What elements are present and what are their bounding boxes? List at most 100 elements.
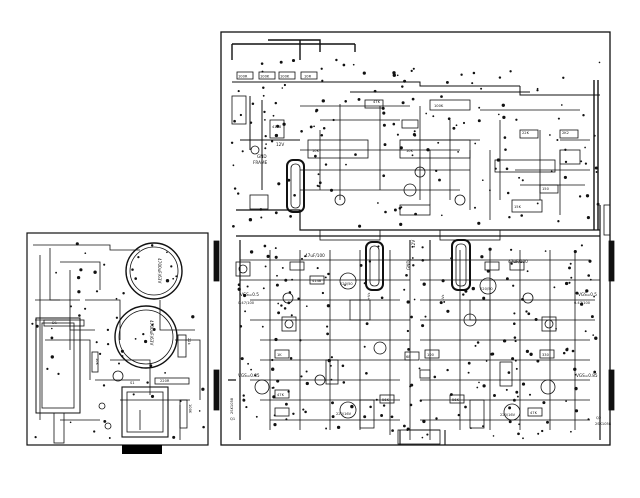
solder-pad [587,418,590,421]
solder-pad [354,153,357,156]
solder-pad [324,276,327,279]
solder-pad [322,127,326,130]
solder-pad [327,358,331,363]
solder-pad [375,398,378,401]
solder-pad [175,275,178,278]
solder-pad [165,279,170,283]
solder-pad [179,400,182,403]
label-r-1k: 1K [277,353,282,357]
solder-pad [478,106,481,109]
solder-pad [265,143,267,145]
solder-pad [300,375,303,378]
solder-pad [580,160,583,163]
solder-pad [482,425,484,428]
solder-pad [46,367,49,371]
solder-pad [259,208,263,211]
solder-pad [580,302,584,306]
solder-pad [585,194,590,198]
solder-pad [285,418,288,421]
solder-pad [166,251,168,254]
solder-pad [455,124,458,127]
solder-pad [410,69,413,73]
solder-pad [329,364,332,367]
solder-pad [142,332,145,336]
label-r-10k: 10K [95,358,99,366]
solder-pad [593,134,596,137]
solder-pad [449,393,453,396]
solder-pad [391,429,394,432]
solder-pad [95,290,99,293]
solder-pad [288,291,292,294]
solder-pad [569,262,572,265]
solder-pad [255,415,258,418]
solder-pad [345,163,347,166]
solder-pad [418,367,421,370]
label-r-bottom-left: 47K [277,393,285,397]
power-bar-right-top [608,240,615,282]
solder-pad [515,367,518,370]
solder-pad [302,408,305,411]
input-socket [121,386,169,438]
solder-pad [536,87,539,90]
solder-pad [254,374,257,377]
label-r-2k2: 2K2 [562,131,569,135]
solder-pad [580,244,583,247]
resistor-r3 [278,71,296,80]
resistor-r1 [236,71,254,80]
solder-pad [239,325,243,328]
solder-pad [564,148,567,151]
solder-pad [421,258,425,262]
solder-pad [55,271,57,274]
solder-pad [470,427,472,429]
main-board-labels: 100R 100K 100K 10R 12V GND FRAME GND 12V… [230,75,612,427]
solder-pad [262,86,265,89]
solder-pad [237,192,240,195]
solder-pad [462,121,466,125]
solder-pad [563,175,567,179]
solder-pad [473,206,477,209]
solder-pad [505,388,508,391]
solder-pad [515,390,519,394]
solder-pad [507,371,511,374]
solder-pad [553,286,556,289]
solder-pad [373,89,377,93]
solder-pad [409,403,413,407]
solder-pad [324,163,328,166]
solder-pad [478,381,480,384]
solder-pad [283,307,287,310]
solder-pad [426,433,429,436]
solder-pad [363,415,367,419]
label-cap-47u-right: 47uF/100 [508,259,528,264]
label-r-100: 100 [427,353,435,357]
solder-pad [326,304,331,308]
solder-pad [344,284,346,286]
solder-pad [263,110,266,114]
solder-pad [556,138,559,142]
solder-pad [435,417,438,420]
solder-pad [443,300,446,303]
solder-pad [249,250,254,254]
solder-pad [549,134,551,136]
solder-pad [518,423,520,426]
solder-pad [522,437,524,440]
solder-pad [411,257,414,259]
solder-pad [589,278,592,281]
label-r-bottom-right: 47K [530,411,538,415]
solder-pad [243,293,247,298]
solder-pad [536,359,540,363]
solder-pad [102,384,106,387]
solder-pad [521,382,526,386]
solder-pad [403,79,407,83]
solder-pad [264,265,267,268]
solder-pad [170,265,173,268]
solder-pad [321,99,325,103]
solder-pad [299,339,302,342]
solder-pad [115,316,119,319]
solder-pad [525,349,530,353]
solder-pad [476,341,480,344]
solder-pad [314,154,317,158]
solder-pad [246,285,249,288]
solder-pad [512,284,515,287]
label-r-56k-left: 56K [382,398,390,402]
solder-pad [242,398,246,402]
